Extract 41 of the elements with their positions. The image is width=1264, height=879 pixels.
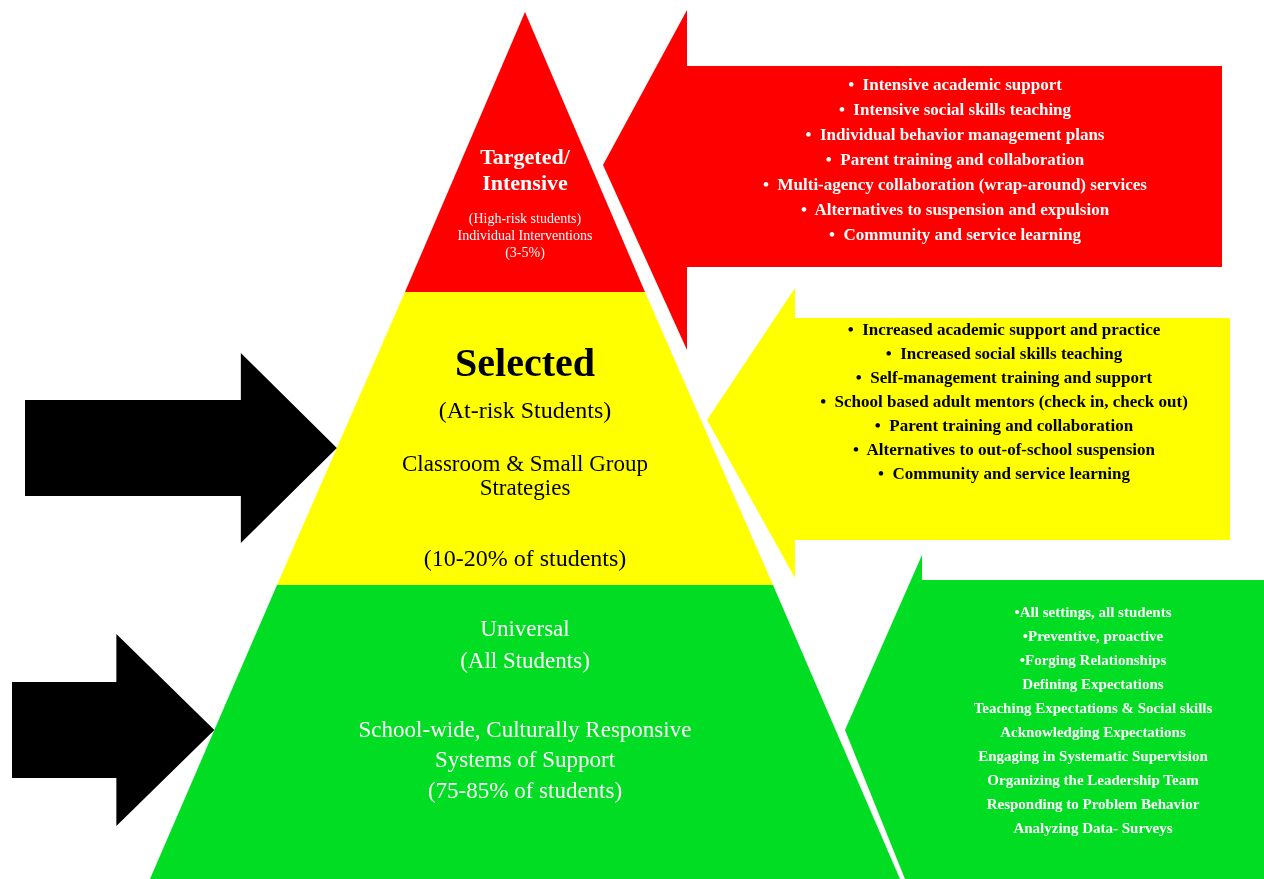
bullet-point: • Increased academic support and practice	[846, 319, 1162, 341]
tier-title: Selected	[454, 340, 596, 386]
bullet-point: • Self-management training and support	[854, 367, 1154, 389]
list-item: Responding to Problem Behavior	[985, 795, 1201, 814]
bullet-point: • Increased social skills teaching	[884, 343, 1124, 365]
list-item: •Forging Relationships	[1018, 651, 1168, 670]
bullet-point: • Parent training and collaboration	[824, 149, 1086, 171]
block-arrow	[12, 634, 215, 826]
pyramid-tier	[150, 585, 900, 879]
bullet-point: • Community and service learning	[828, 224, 1082, 246]
list-item: Analyzing Data- Surveys	[1012, 819, 1174, 838]
bullet-point: • Multi-agency collaboration (wrap-around) services	[762, 174, 1148, 196]
tier-title: Universal	[479, 615, 571, 643]
bullet-point: • Intensive social skills teaching	[837, 99, 1073, 121]
pyramid-tier	[277, 292, 773, 585]
callout-arrow	[845, 555, 1264, 879]
tier-description: School-wide, Culturally Responsive Systems of Support	[357, 716, 693, 774]
list-item: Teaching Expectations & Social skills	[972, 699, 1214, 718]
tier-percentage: (10-20% of students)	[422, 544, 628, 572]
tier-title: Targeted/ Intensive	[479, 144, 571, 196]
list-item: •All settings, all students	[1013, 603, 1173, 622]
bullet-point: • Alternatives to suspension and expulsion	[799, 199, 1111, 221]
callout-arrow	[707, 288, 1232, 578]
list-item: •Preventive, proactive	[1021, 627, 1165, 646]
bullet-point: • Community and service learning	[877, 463, 1131, 485]
list-item: Defining Expectations	[1021, 675, 1165, 694]
list-item: Engaging in Systematic Supervision	[977, 747, 1209, 766]
pyramid-tier	[405, 12, 645, 292]
bullet-point: • School based adult mentors (check in, check out)	[819, 391, 1189, 413]
bullet-point: • Alternatives to out-of-school suspension	[851, 439, 1157, 461]
tier-description: Classroom & Small Group Strategies	[401, 452, 649, 500]
tier-subtitle: (At-risk Students)	[437, 396, 613, 424]
block-arrow	[25, 353, 337, 543]
tier-percentage: (75-85% of students)	[426, 777, 624, 805]
list-item: Acknowledging Expectations	[999, 723, 1187, 742]
bullet-point: • Individual behavior management plans	[804, 124, 1106, 146]
tier-description: (High-risk students) Individual Interventions (3-5%)	[456, 210, 594, 261]
tier-subtitle: (All Students)	[459, 647, 591, 675]
bullet-point: • Intensive academic support	[847, 74, 1063, 96]
list-item: Organizing the Leadership Team	[986, 771, 1200, 790]
bullet-point: • Parent training and collaboration	[873, 415, 1135, 437]
